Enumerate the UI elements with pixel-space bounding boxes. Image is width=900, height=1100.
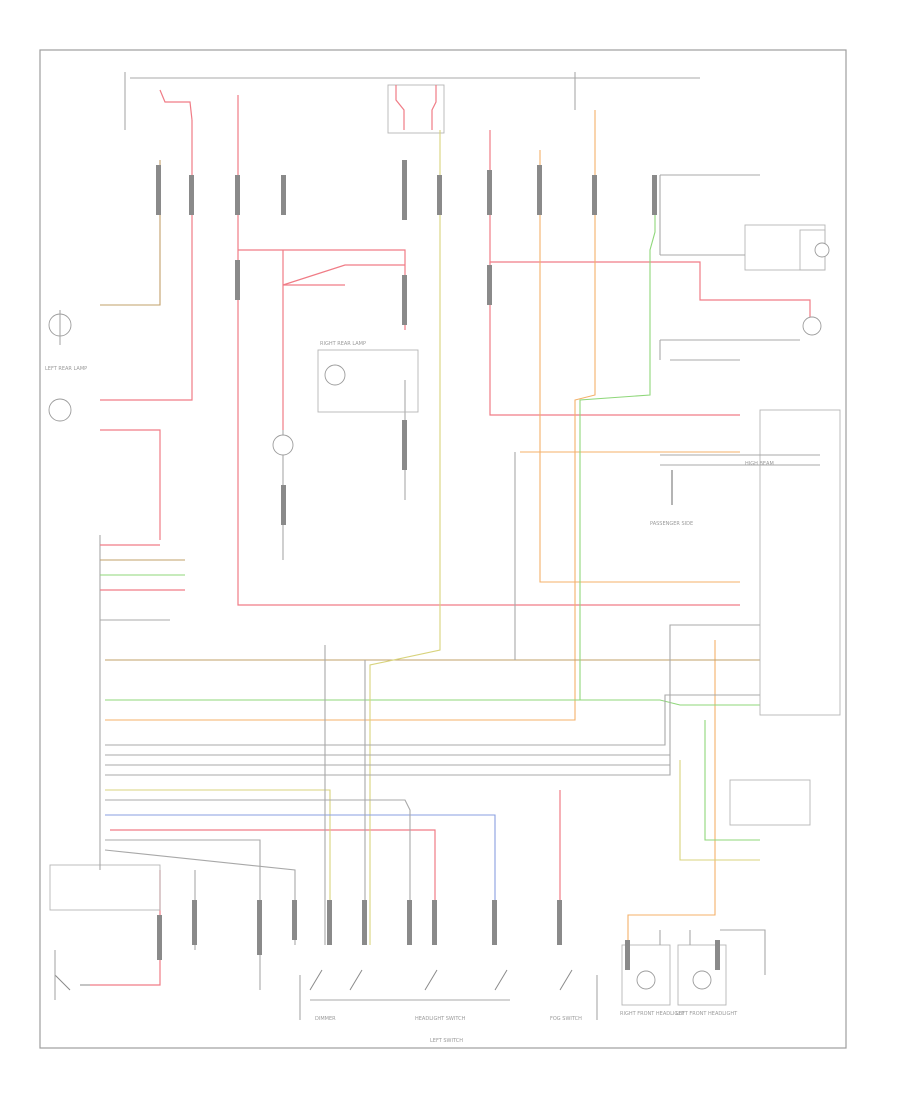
right-components [621,174,841,1006]
passenger-side-label: PASSENGER SIDE [650,521,693,527]
right-front-headlight-label: RIGHT FRONT HEADLIGHT [620,1011,686,1017]
fog-switch-label: FOG SWITCH [550,1016,582,1022]
orange-wires [100,110,760,945]
left-harness [99,535,185,870]
red-feed-wires [90,95,811,986]
left-front-headlight-label: LEFT FRONT HEADLIGHT [676,1011,738,1017]
signal-wires [104,380,760,990]
headlight-switch-label: HEADLIGHT SWITCH [415,1016,466,1022]
top-fuse-bar [124,72,700,134]
right-rear-lamp-label: RIGHT REAR LAMP [320,341,366,347]
bottom-switches [299,969,598,1020]
left-switch-label: LEFT SWITCH [430,1038,463,1044]
diagram-frame [39,49,847,1049]
green-yellow-wires [105,130,760,945]
dimmer-label: DIMMER [315,1016,336,1022]
left-rear-lamp-label: LEFT REAR LAMP [45,366,87,372]
component-labels: LEFT SWITCH HIGH BEAM LEFT FRONT HEADLIG… [45,341,774,1044]
connector-blocks [156,160,720,970]
left-components [48,310,419,1000]
high-beam-label: HIGH BEAM [745,461,774,467]
